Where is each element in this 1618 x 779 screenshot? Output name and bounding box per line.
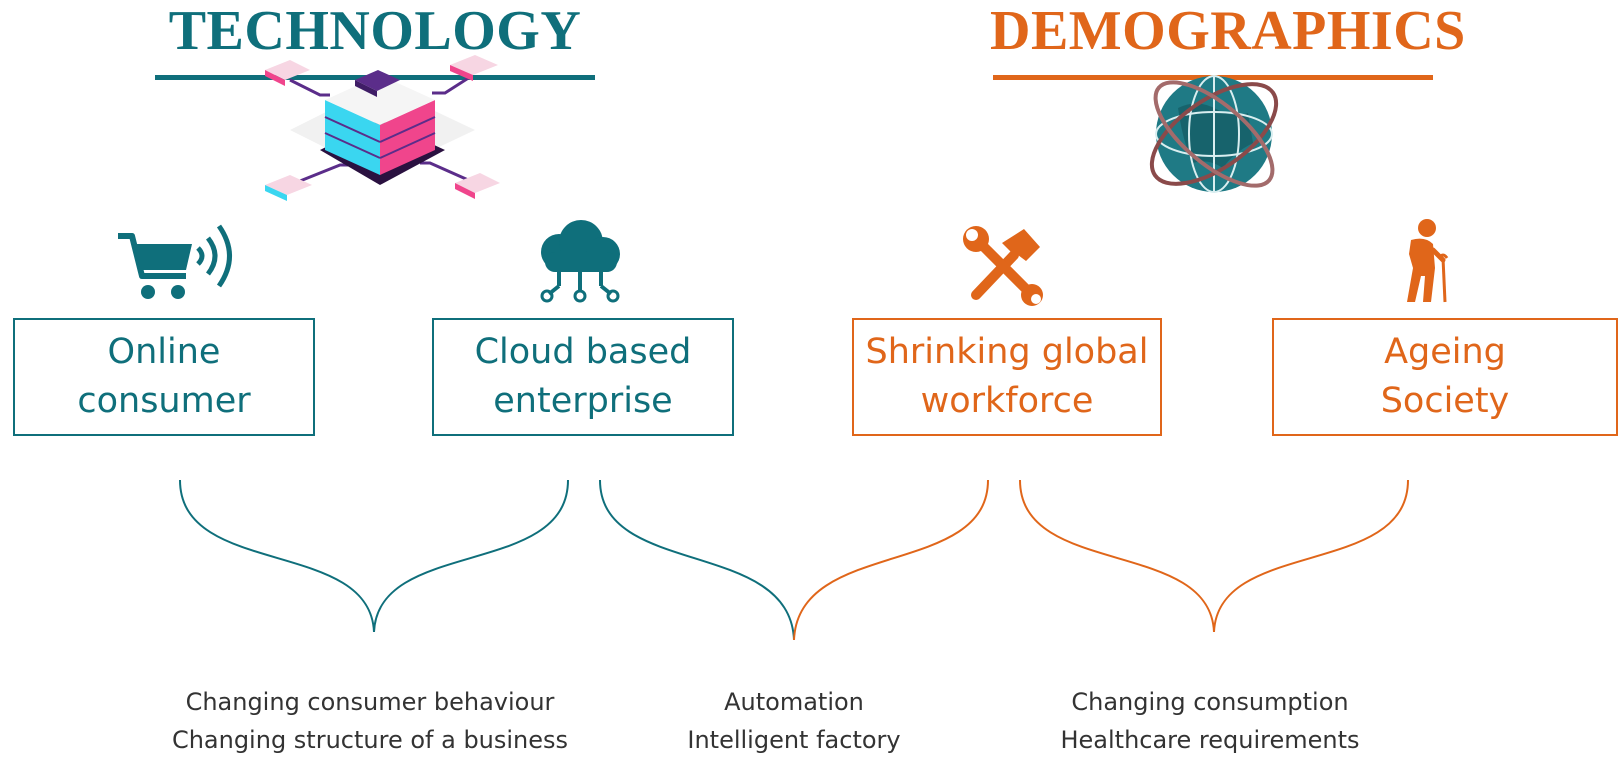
braces-connector	[0, 478, 1618, 648]
box-label-line-2: consumer	[77, 381, 251, 421]
caption-line-1: Changing consumption	[1071, 688, 1349, 716]
cloud-based-enterprise-box: Cloud based enterprise	[432, 318, 734, 436]
caption-line-2: Healthcare requirements	[1060, 726, 1360, 754]
caption-line-1: Automation	[724, 688, 864, 716]
box-label-line-2: workforce	[920, 381, 1094, 421]
elderly-person-cane-icon	[1395, 218, 1453, 304]
box-label-line-2: enterprise	[493, 381, 673, 421]
brace-technology	[179, 479, 569, 633]
globe-orbit-illustration	[1138, 58, 1290, 210]
box-label-line-1: Ageing	[1384, 332, 1506, 372]
caption-line-2: Changing structure of a business	[171, 726, 569, 754]
box-label-line-1: Cloud based	[474, 332, 692, 372]
outcome-demographics: Changing consumption Healthcare requirem…	[1010, 683, 1410, 759]
box-label-line-1: Online	[107, 332, 221, 372]
brace-demographics	[1019, 479, 1409, 633]
box-label-line-2: Society	[1380, 381, 1510, 421]
box-label-line-1: Shrinking global	[865, 332, 1149, 372]
brace-automation-left	[599, 479, 795, 641]
caption-line-1: Changing consumer behaviour	[185, 688, 555, 716]
outcome-technology: Changing consumer behaviour Changing str…	[130, 683, 610, 759]
server-blocks-illustration	[260, 55, 505, 210]
shrinking-global-workforce-box: Shrinking global workforce	[852, 318, 1162, 436]
outcome-automation: Automation Intelligent factory	[634, 683, 954, 759]
demographics-heading: DEMOGRAPHICS	[990, 0, 1466, 62]
brace-automation-right	[793, 479, 989, 641]
caption-line-2: Intelligent factory	[687, 726, 901, 754]
online-consumer-box: Online consumer	[13, 318, 315, 436]
cloud-network-icon	[535, 218, 625, 304]
technology-heading: TECHNOLOGY	[168, 0, 582, 62]
shopping-cart-wifi-icon	[116, 212, 238, 302]
wrench-hammer-icon	[962, 225, 1044, 306]
ageing-society-box: Ageing Society	[1272, 318, 1618, 436]
